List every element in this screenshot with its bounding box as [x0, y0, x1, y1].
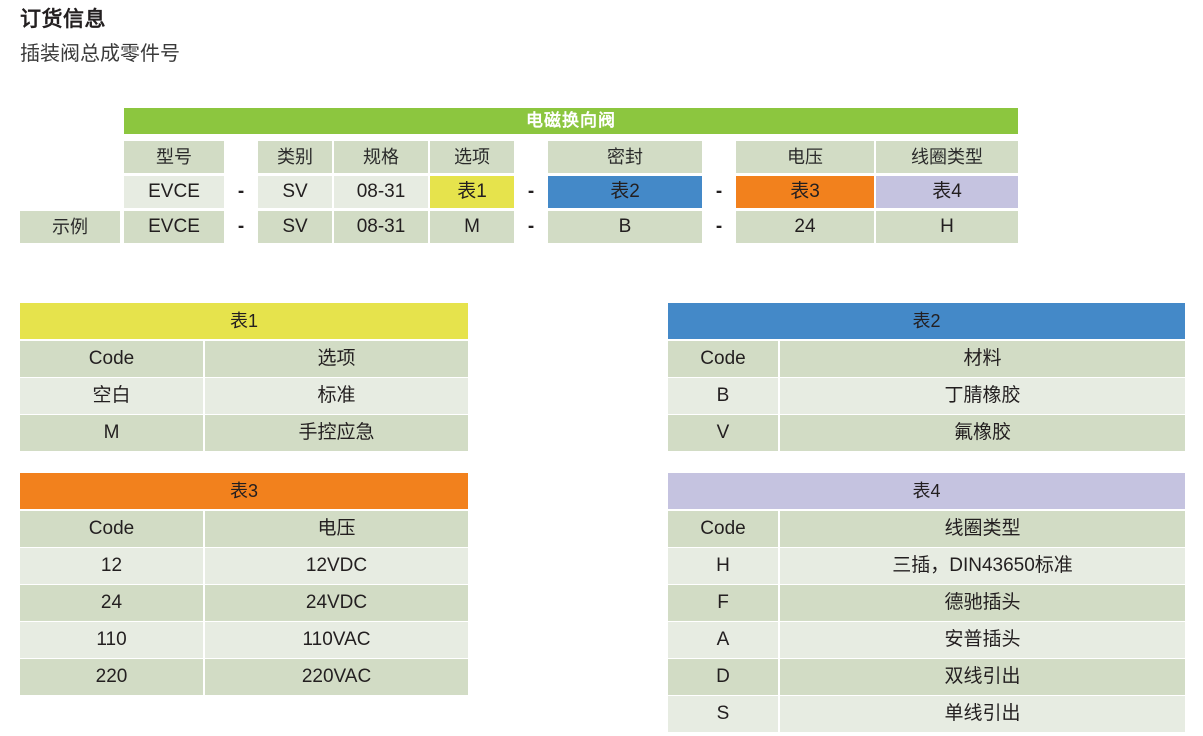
- table-header-row: Code 线圈类型: [668, 511, 1185, 547]
- table-header-row: Code 材料: [668, 341, 1185, 377]
- builder-reference-row: EVCE - SV 08-31 表1 - 表2 - 表3 表4: [20, 176, 1020, 208]
- builder-example-row: 示例 EVCE - SV 08-31 M - B - 24 H: [20, 211, 1020, 243]
- builder-example-size: 08-31: [334, 211, 428, 243]
- table-row: F 德驰插头: [668, 585, 1185, 621]
- builder-header-option: 选项: [430, 141, 514, 173]
- builder-header-row: 型号 类别 规格 选项 密封 电压 线圈类型: [20, 141, 1020, 173]
- builder-header-spacer: [20, 141, 120, 173]
- builder-example-label: 示例: [20, 211, 120, 243]
- table-row: V 氟橡胶: [668, 415, 1185, 451]
- table2-col-value-header: 材料: [780, 341, 1185, 377]
- table-row: B 丁腈橡胶: [668, 378, 1185, 414]
- table4-code-3: D: [668, 659, 778, 695]
- builder-header-seal: 密封: [548, 141, 702, 173]
- table4-value-4: 单线引出: [780, 696, 1185, 732]
- table1-col-value-header: 选项: [205, 341, 468, 377]
- table3-value-1: 24VDC: [205, 585, 468, 621]
- table4-code-1: F: [668, 585, 778, 621]
- table2-code-0: B: [668, 378, 778, 414]
- table3-value-3: 220VAC: [205, 659, 468, 695]
- table3-code-3: 220: [20, 659, 203, 695]
- table1-col-code-header: Code: [20, 341, 203, 377]
- option-table-4: 表4 Code 线圈类型 H 三插，DIN43650标准 F 德驰插头 A 安普…: [668, 473, 1185, 733]
- builder-ref-dash-2: -: [527, 181, 535, 202]
- table-row: 110 110VAC: [20, 622, 468, 658]
- builder-example-coil: H: [876, 211, 1018, 243]
- builder-ref-coil[interactable]: 表4: [876, 176, 1018, 208]
- builder-example-seal: B: [548, 211, 702, 243]
- builder-example-dash-2: -: [527, 216, 535, 237]
- table4-col-value-header: 线圈类型: [780, 511, 1185, 547]
- builder-ref-option[interactable]: 表1: [430, 176, 514, 208]
- table4-value-1: 德驰插头: [780, 585, 1185, 621]
- builder-example-dash-1: -: [237, 216, 245, 237]
- table-row: 220 220VAC: [20, 659, 468, 695]
- table4-title: 表4: [668, 473, 1185, 509]
- option-table-1: 表1 Code 选项 空白 标准 M 手控应急: [20, 303, 468, 452]
- table-header-row: Code 选项: [20, 341, 468, 377]
- option-table-3: 表3 Code 电压 12 12VDC 24 24VDC 110 110VAC …: [20, 473, 468, 696]
- table-header-row: Code 电压: [20, 511, 468, 547]
- table3-title: 表3: [20, 473, 468, 509]
- table4-value-3: 双线引出: [780, 659, 1185, 695]
- table4-col-code-header: Code: [668, 511, 778, 547]
- builder-ref-dash-3: -: [715, 181, 723, 202]
- builder-header-category: 类别: [258, 141, 332, 173]
- builder-header-coil: 线圈类型: [876, 141, 1018, 173]
- table-row: M 手控应急: [20, 415, 468, 451]
- builder-example-option: M: [430, 211, 514, 243]
- table-row: D 双线引出: [668, 659, 1185, 695]
- table3-value-0: 12VDC: [205, 548, 468, 584]
- table2-value-0: 丁腈橡胶: [780, 378, 1185, 414]
- table1-title: 表1: [20, 303, 468, 339]
- builder-example-category: SV: [258, 211, 332, 243]
- builder-ref-voltage[interactable]: 表3: [736, 176, 874, 208]
- page-subtitle: 插装阀总成零件号: [20, 43, 180, 65]
- builder-example-dash-3: -: [715, 216, 723, 237]
- builder-example-model: EVCE: [124, 211, 224, 243]
- table-row: 24 24VDC: [20, 585, 468, 621]
- table2-value-1: 氟橡胶: [780, 415, 1185, 451]
- table-row: 空白 标准: [20, 378, 468, 414]
- builder-header-voltage: 电压: [736, 141, 874, 173]
- table3-col-value-header: 电压: [205, 511, 468, 547]
- order-code-builder-table: 电磁换向阀 型号 类别 规格 选项 密封 电压 线圈类型 EVCE - SV 0…: [20, 108, 1020, 250]
- table-row: H 三插，DIN43650标准: [668, 548, 1185, 584]
- builder-header-gap-1: [224, 141, 258, 173]
- table3-value-2: 110VAC: [205, 622, 468, 658]
- builder-header-gap-4: [514, 141, 548, 173]
- builder-header-gap-5: [702, 141, 736, 173]
- builder-example-voltage: 24: [736, 211, 874, 243]
- builder-header-model: 型号: [124, 141, 224, 173]
- table2-code-1: V: [668, 415, 778, 451]
- builder-ref-seal[interactable]: 表2: [548, 176, 702, 208]
- table3-code-2: 110: [20, 622, 203, 658]
- table3-code-1: 24: [20, 585, 203, 621]
- builder-banner: 电磁换向阀: [124, 108, 1018, 134]
- builder-ref-dash-1: -: [237, 181, 245, 202]
- table-row: A 安普插头: [668, 622, 1185, 658]
- table2-col-code-header: Code: [668, 341, 778, 377]
- builder-ref-spacer: [20, 176, 120, 208]
- table4-code-0: H: [668, 548, 778, 584]
- builder-header-size: 规格: [334, 141, 428, 173]
- table-row: 12 12VDC: [20, 548, 468, 584]
- table4-value-2: 安普插头: [780, 622, 1185, 658]
- builder-ref-model: EVCE: [124, 176, 224, 208]
- page-title: 订货信息: [20, 8, 106, 31]
- table1-value-1: 手控应急: [205, 415, 468, 451]
- table1-code-0: 空白: [20, 378, 203, 414]
- table-row: S 单线引出: [668, 696, 1185, 732]
- table3-col-code-header: Code: [20, 511, 203, 547]
- table3-code-0: 12: [20, 548, 203, 584]
- option-table-2: 表2 Code 材料 B 丁腈橡胶 V 氟橡胶: [668, 303, 1185, 452]
- table2-title: 表2: [668, 303, 1185, 339]
- builder-ref-category: SV: [258, 176, 332, 208]
- table1-value-0: 标准: [205, 378, 468, 414]
- table4-code-4: S: [668, 696, 778, 732]
- table4-code-2: A: [668, 622, 778, 658]
- table1-code-1: M: [20, 415, 203, 451]
- table4-value-0: 三插，DIN43650标准: [780, 548, 1185, 584]
- builder-ref-size: 08-31: [334, 176, 428, 208]
